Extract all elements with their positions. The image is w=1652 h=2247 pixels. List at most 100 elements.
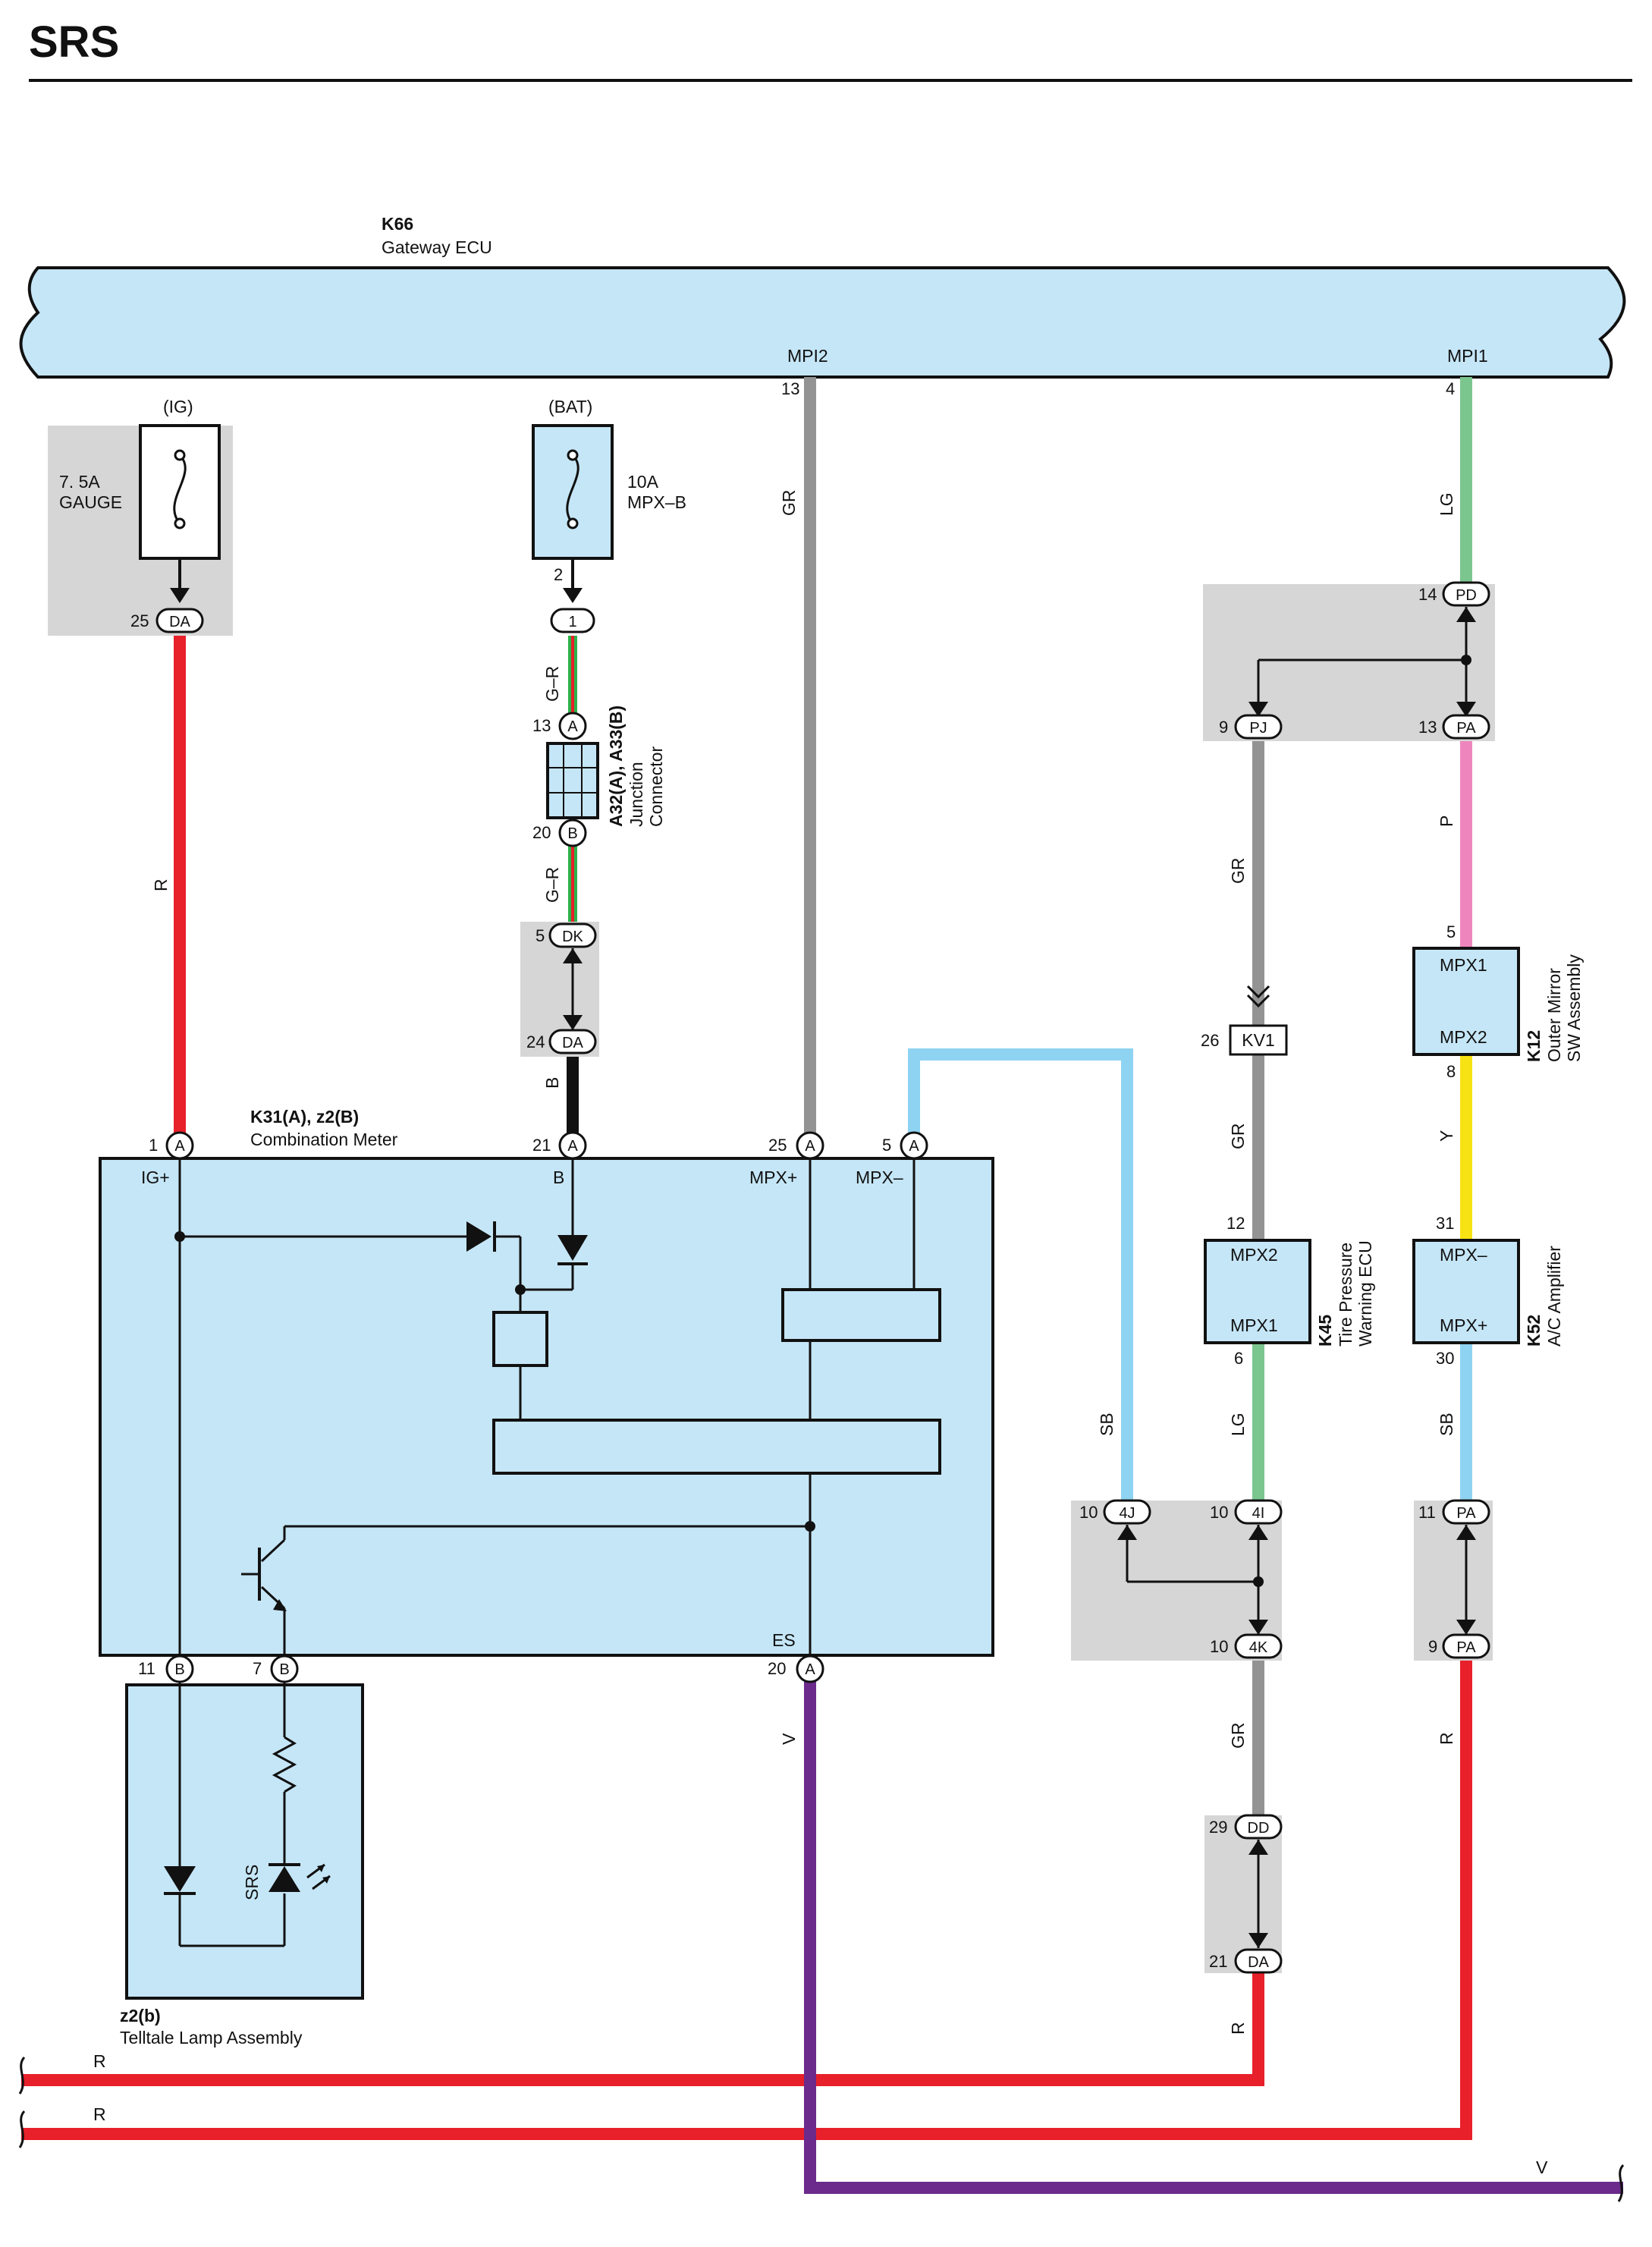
label-gr-top: G–R	[542, 666, 562, 702]
num-30-ac: 30	[1436, 1349, 1454, 1368]
fuse-mpxb-rating: 10A	[627, 472, 659, 492]
label-r-ig: R	[151, 878, 171, 891]
pin-pa-13	[1442, 714, 1490, 740]
gateway-ecu-box	[19, 266, 1626, 379]
num-14-pd: 14	[1418, 585, 1437, 604]
num-24-da: 24	[526, 1032, 545, 1051]
code-da-25: DA	[169, 614, 190, 630]
fuse-gauge-name: GAUGE	[59, 492, 122, 512]
gateway-code: K66	[382, 214, 413, 234]
label-gr-kv1: GR	[1228, 1124, 1248, 1150]
num-5-mirror: 5	[1446, 922, 1456, 941]
num-8-mirror: 8	[1446, 1062, 1456, 1081]
mirror-pin-mpx2: MPX2	[1440, 1027, 1487, 1047]
code-4j: 4J	[1119, 1505, 1135, 1522]
num-2-bat: 2	[554, 565, 563, 584]
fuse-mpxb-name: MPX–B	[627, 492, 686, 512]
label-gr-4k: GR	[1228, 1723, 1248, 1749]
code-b-11: B	[174, 1661, 184, 1678]
code-pj: PJ	[1249, 720, 1267, 737]
num-7-b: 7	[253, 1659, 262, 1678]
code-4i: 4I	[1252, 1505, 1265, 1522]
code-pa-11: PA	[1456, 1505, 1476, 1522]
pin-a-b	[558, 1131, 587, 1160]
fuse-mpxb-source: (BAT)	[548, 397, 592, 416]
label-b: B	[542, 1077, 562, 1089]
code-one: 1	[568, 614, 576, 630]
label-r-run-1: R	[93, 2051, 106, 2071]
code-da-24: DA	[562, 1035, 583, 1051]
num-25-a: 25	[768, 1136, 787, 1155]
label-lg-mpi1: LG	[1437, 492, 1456, 516]
break-marks	[18, 2056, 1625, 2202]
wire-labels: GR LG R G–R G–R B GR P GR Y SB LG SB GR …	[93, 490, 1548, 2178]
label-sb-meter: SB	[1097, 1413, 1117, 1436]
meter-pin-mpx-minus: MPX–	[856, 1167, 903, 1187]
tpms-pin-mpx2: MPX2	[1230, 1245, 1278, 1265]
connector-codes: A A A A B B A A B DA 1 DK DA PD PJ PA 4J…	[169, 587, 1477, 1971]
pin-numbers: 13 4 25 2 13 20 5 24 1 21 25 5 11 7 20 1…	[130, 379, 1456, 1971]
pin-dd	[1234, 1814, 1283, 1840]
pin-pa-11	[1442, 1499, 1490, 1525]
code-dk: DK	[562, 929, 583, 945]
srs-led-icon	[269, 1863, 331, 1892]
mirror-name-2: SW Assembly	[1564, 954, 1584, 1062]
connector-box-dd-da	[1204, 1815, 1282, 1973]
tpms-code: K45	[1315, 1315, 1335, 1347]
pin-1-bat	[550, 608, 595, 633]
pin-a-es	[796, 1655, 824, 1683]
mirror-name-1: Outer Mirror	[1544, 968, 1564, 1062]
code-pd: PD	[1456, 587, 1477, 604]
label-r-da: R	[1228, 2022, 1248, 2035]
num-31-ac: 31	[1436, 1214, 1454, 1233]
pin-a-ig	[165, 1131, 194, 1160]
code-a-5: A	[909, 1138, 919, 1155]
code-4k: 4K	[1249, 1639, 1268, 1656]
num-25-da: 25	[130, 611, 149, 630]
fuse-gauge	[139, 424, 221, 603]
outer-mirror-box	[1412, 947, 1520, 1056]
code-da-21: DA	[1248, 1954, 1269, 1971]
label-lg-tpms: LG	[1228, 1413, 1248, 1436]
label-gr-bottom: G–R	[542, 867, 562, 903]
pa-pa-lines	[1456, 1525, 1476, 1635]
junction-name-2: Connector	[646, 746, 666, 827]
ac-code: K52	[1524, 1315, 1544, 1347]
pin-dk	[548, 922, 597, 948]
code-a-20: A	[805, 1661, 815, 1678]
pin-a-junction	[558, 712, 587, 740]
wire-r-da	[21, 1973, 1264, 2086]
label-sb-ac: SB	[1437, 1413, 1456, 1436]
num-4-gw: 4	[1446, 379, 1455, 398]
pin-b-junction	[558, 819, 587, 847]
code-pa-9: PA	[1456, 1639, 1476, 1656]
code-a-25: A	[805, 1138, 815, 1155]
tpms-ecu-box	[1204, 1239, 1311, 1344]
num-21-da: 21	[1209, 1952, 1227, 1971]
code-b-20j: B	[567, 825, 577, 842]
fuse-gauge-rating: 7. 5A	[59, 472, 100, 492]
code-dd: DD	[1248, 1820, 1270, 1837]
code-a-1: A	[174, 1138, 185, 1155]
pin-a-mpxm	[900, 1131, 928, 1160]
gateway-pin-mpi2: MPI2	[787, 346, 828, 366]
label-v-run: V	[1536, 2157, 1548, 2177]
label-r-run-2: R	[93, 2104, 106, 2124]
ac-name: A/C Amplifier	[1544, 1246, 1564, 1347]
tpms-name-2: Warning ECU	[1355, 1240, 1375, 1347]
label-gr-mpi2: GR	[779, 490, 799, 517]
telltale-code: z2(b)	[120, 2006, 161, 2025]
gateway-name: Gateway ECU	[382, 237, 492, 257]
num-29-dd: 29	[1209, 1818, 1227, 1837]
num-1-a: 1	[149, 1136, 158, 1155]
pin-da-b	[548, 1029, 597, 1054]
code-a-21: A	[567, 1138, 578, 1155]
ac-amplifier-box	[1412, 1239, 1520, 1344]
num-11-b: 11	[138, 1659, 155, 1678]
meter-pin-ig-plus: IG+	[141, 1167, 170, 1187]
pin-4j	[1103, 1499, 1151, 1525]
wire-sb-mpx-minus	[908, 1048, 1133, 1501]
mirror-code: K12	[1524, 1030, 1544, 1062]
num-5-a: 5	[882, 1136, 891, 1155]
